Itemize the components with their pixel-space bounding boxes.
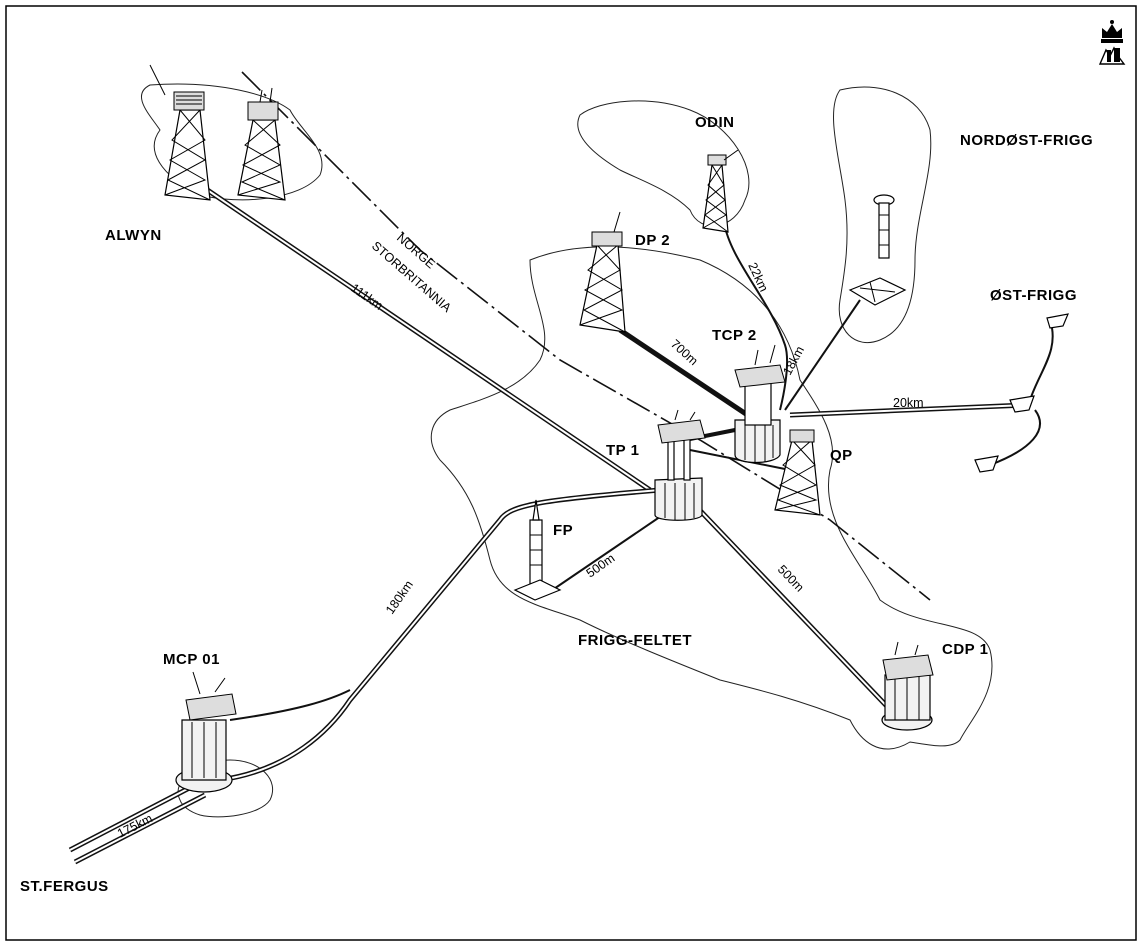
label-tcp2: TCP 2 bbox=[712, 327, 757, 344]
dp2-platform bbox=[580, 212, 625, 332]
tcp2-platform bbox=[735, 345, 785, 463]
label-nordost-frigg: NORDØST-FRIGG bbox=[960, 132, 1093, 149]
pipeline-mcp01-tp1-second bbox=[230, 690, 350, 720]
qp-platform bbox=[775, 430, 820, 515]
label-mcp01: MCP 01 bbox=[163, 651, 220, 668]
label-frigg-feltet: FRIGG-FELTET bbox=[578, 632, 692, 649]
label-odin: ODIN bbox=[695, 114, 735, 131]
label-qp: QP bbox=[830, 447, 853, 464]
distance-mcp01-tp1: 180km bbox=[383, 578, 416, 617]
distance-fp-tp1: 500m bbox=[584, 551, 618, 580]
pipeline-ostfrigg-field bbox=[990, 320, 1053, 465]
fp-platform bbox=[515, 500, 560, 600]
cdp1-platform bbox=[882, 642, 933, 730]
label-fp: FP bbox=[553, 522, 573, 539]
distance-nordost-tcp2: 18km bbox=[780, 344, 807, 378]
label-alwyn: ALWYN bbox=[105, 227, 162, 244]
label-ost-frigg: ØST-FRIGG bbox=[990, 287, 1077, 304]
distance-tp1-cdp1: 500m bbox=[775, 562, 807, 594]
boundary-line bbox=[242, 72, 930, 600]
mcp01-platform bbox=[176, 672, 236, 792]
label-tp1: TP 1 bbox=[606, 442, 639, 459]
distance-alwyn-tp1: 111km bbox=[348, 281, 385, 313]
label-st-fergus: ST.FERGUS bbox=[20, 878, 109, 895]
odin-platform bbox=[703, 150, 738, 232]
alwyn-jacket-platform-2 bbox=[238, 88, 285, 200]
ostfrigg-template-3 bbox=[975, 456, 998, 472]
distance-ostfrigg-tcp2: 20km bbox=[893, 396, 924, 410]
label-cdp1: CDP 1 bbox=[942, 641, 988, 658]
crown-emblem-icon bbox=[1100, 20, 1124, 64]
label-dp2: DP 2 bbox=[635, 232, 670, 249]
nordost-frigg-platform bbox=[850, 195, 905, 305]
tp1-platform bbox=[655, 410, 705, 520]
ostfrigg-template-2 bbox=[1010, 396, 1034, 412]
ostfrigg-template-1 bbox=[1047, 314, 1068, 328]
